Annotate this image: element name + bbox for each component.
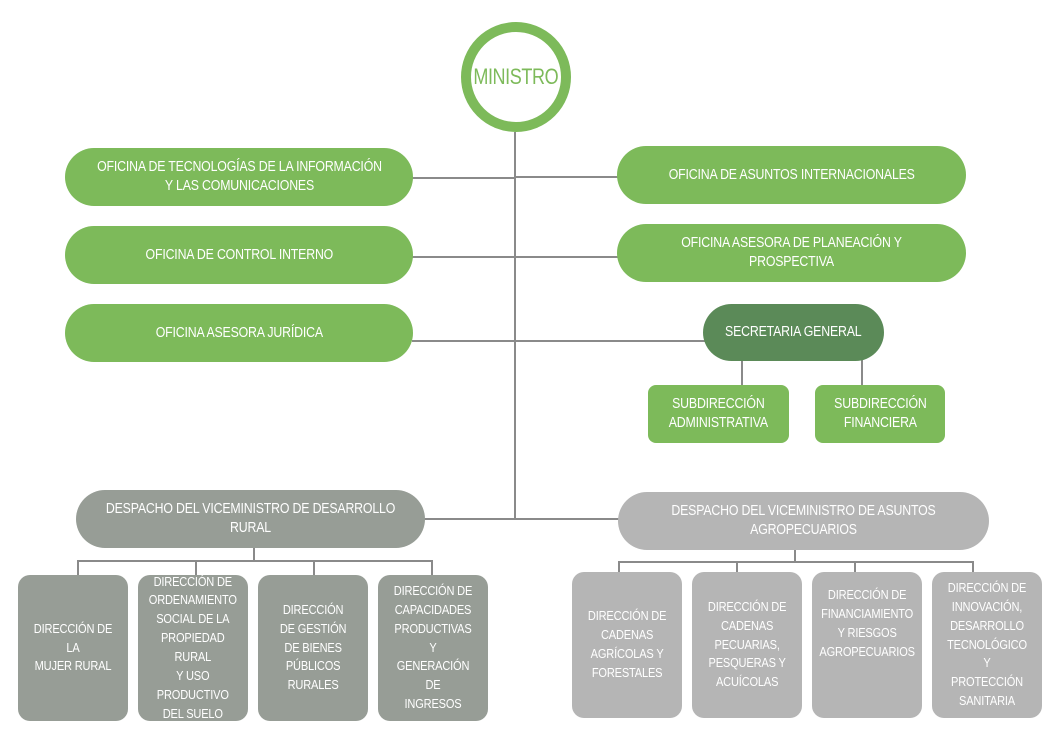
subdireccion-administrativa-node[interactable]: SUBDIRECCIÓN ADMINISTRATIVA [648,385,789,443]
oficina-planeacion-node[interactable]: OFICINA ASESORA DE PLANEACIÓN Y PROSPECT… [617,224,966,282]
oficina-internacionales-label: OFICINA DE ASUNTOS INTERNACIONALES [668,166,915,183]
oficina-tic-label: OFICINA DE TECNOLOGÍAS DE LA INFORMACIÓN… [96,159,382,194]
ministro-node[interactable]: MINISTRO [461,22,571,132]
direccion-financiamiento-label: DIRECCIÓN DE FINANCIAMIENTO Y RIESGOS AG… [819,587,915,659]
viceministro-rural-label: DESPACHO DEL VICEMINISTRO DE DESARROLLO … [105,501,396,536]
connector-sub-fin [861,360,863,386]
connector-rural-2 [195,560,197,576]
connector-planeacion [515,256,619,258]
subdireccion-administrativa-label: SUBDIRECCIÓN ADMINISTRATIVA [668,396,769,431]
connector-rural-3 [313,560,315,576]
direccion-cadenas-pecuarias-label: DIRECCIÓN DE CADENAS PECUARIAS, PESQUERA… [707,598,787,690]
oficina-juridica-node[interactable]: OFICINA ASESORA JURÍDICA [65,304,413,362]
connector-agro-1 [618,561,620,574]
connector-vice [424,518,620,520]
connector-agro-4 [972,561,974,574]
oficina-control-interno-node[interactable]: OFICINA DE CONTROL INTERNO [65,226,413,284]
direccion-innovacion-label: DIRECCIÓN DE INNOVACIÓN, DESARROLLO TECN… [947,580,1027,709]
subdireccion-financiera-label: SUBDIRECCIÓN FINANCIERA [833,396,927,431]
direccion-mujer-rural-label: DIRECCIÓN DE LA MUJER RURAL [33,620,113,674]
oficina-juridica-label: OFICINA ASESORA JURÍDICA [155,324,323,341]
trunk-line [514,132,516,519]
direccion-cadenas-pecuarias-node[interactable]: DIRECCIÓN DE CADENAS PECUARIAS, PESQUERA… [692,572,802,718]
connector-agro-down [794,549,796,561]
viceministro-agro-label: DESPACHO DEL VICEMINISTRO DE ASUNTOS AGR… [671,503,936,538]
direccion-financiamiento-node[interactable]: DIRECCIÓN DE FINANCIAMIENTO Y RIESGOS AG… [812,572,922,718]
connector-juridica-secretaria [412,340,706,342]
direccion-ordenamiento-label: DIRECCIÓN DE ORDENAMIENTO SOCIAL DE LA P… [149,573,238,721]
viceministro-rural-node[interactable]: DESPACHO DEL VICEMINISTRO DE DESARROLLO … [76,490,425,548]
oficina-internacionales-node[interactable]: OFICINA DE ASUNTOS INTERNACIONALES [617,146,966,204]
connector-internacionales [515,176,619,178]
connector-rural-1 [77,560,79,576]
connector-sub-admin [741,360,743,386]
connector-rural-down [253,547,255,560]
secretaria-general-node[interactable]: SECRETARIA GENERAL [703,304,884,361]
oficina-planeacion-label: OFICINA ASESORA DE PLANEACIÓN Y PROSPECT… [681,235,902,270]
subdireccion-financiera-node[interactable]: SUBDIRECCIÓN FINANCIERA [815,385,945,443]
direccion-bienes-publicos-node[interactable]: DIRECCIÓN DE GESTIÓN DE BIENES PÚBLICOS … [258,575,368,721]
direccion-capacidades-label: DIRECCIÓN DE CAPACIDADES PRODUCTIVAS Y G… [393,583,473,712]
direccion-capacidades-node[interactable]: DIRECCIÓN DE CAPACIDADES PRODUCTIVAS Y G… [378,575,488,721]
oficina-control-interno-label: OFICINA DE CONTROL INTERNO [145,246,333,263]
secretaria-general-label: SECRETARIA GENERAL [725,324,862,341]
viceministro-agro-node[interactable]: DESPACHO DEL VICEMINISTRO DE ASUNTOS AGR… [618,492,989,550]
oficina-tic-node[interactable]: OFICINA DE TECNOLOGÍAS DE LA INFORMACIÓN… [65,148,413,206]
direccion-cadenas-agricolas-label: DIRECCIÓN DE CADENAS AGRÍCOLAS Y FORESTA… [587,608,667,680]
direccion-cadenas-agricolas-node[interactable]: DIRECCIÓN DE CADENAS AGRÍCOLAS Y FORESTA… [572,572,682,718]
connector-agro-bar [618,561,973,563]
connector-agro-2 [736,561,738,574]
ministro-label: MINISTRO [473,64,559,89]
connector-agro-3 [854,561,856,574]
connector-rural-bar [77,560,432,562]
connector-rural-4 [431,560,433,576]
direccion-ordenamiento-node[interactable]: DIRECCIÓN DE ORDENAMIENTO SOCIAL DE LA P… [138,573,248,721]
direccion-innovacion-node[interactable]: DIRECCIÓN DE INNOVACIÓN, DESARROLLO TECN… [932,572,1042,718]
connector-control [412,256,515,258]
direccion-bienes-publicos-label: DIRECCIÓN DE GESTIÓN DE BIENES PÚBLICOS … [279,601,347,693]
connector-tic [412,177,515,179]
direccion-mujer-rural-node[interactable]: DIRECCIÓN DE LA MUJER RURAL [18,575,128,721]
